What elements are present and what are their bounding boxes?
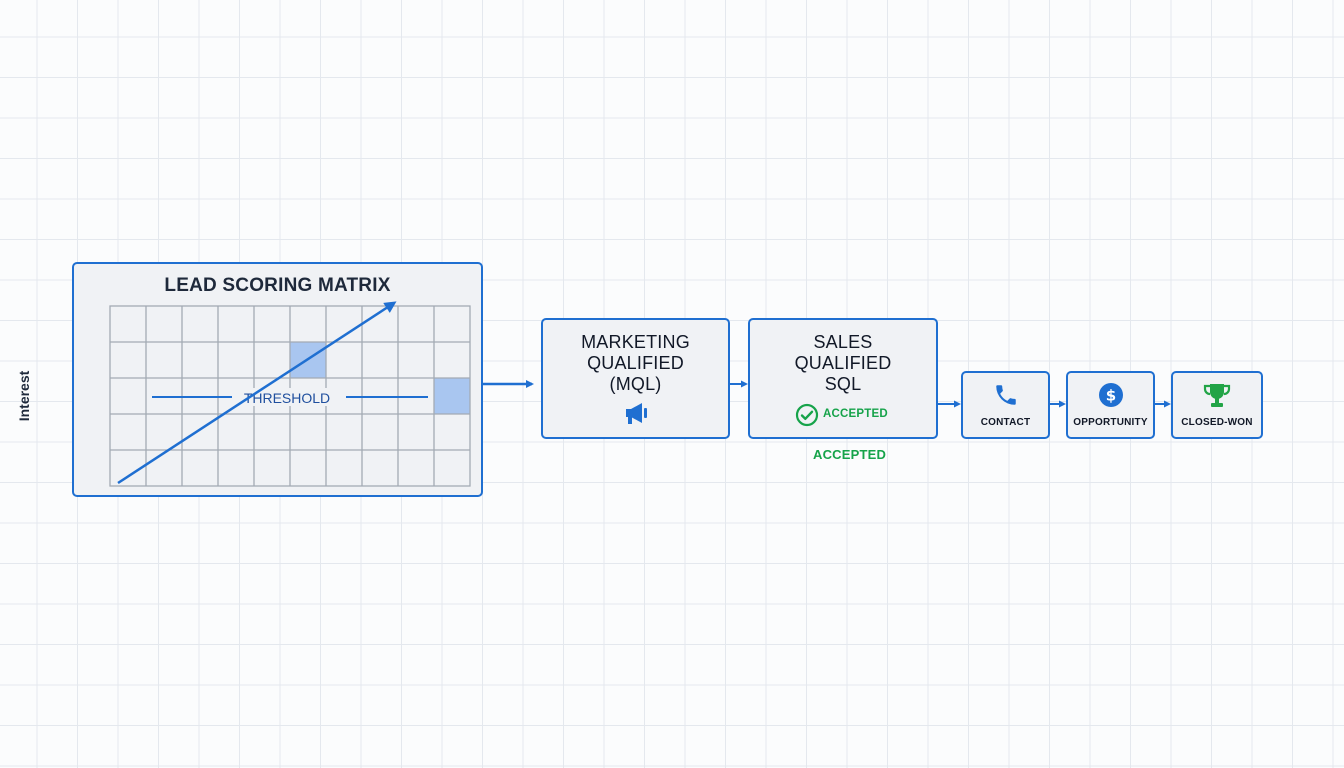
megaphone-icon bbox=[623, 400, 651, 431]
sql-status-badge: ACCEPTED bbox=[823, 408, 888, 420]
phone-icon bbox=[993, 382, 1019, 413]
mql-title: MARKETING QUALIFIED (MQL) bbox=[543, 332, 728, 395]
matrix-title: LEAD SCORING MATRIX bbox=[164, 275, 391, 296]
y-axis-label: Interest bbox=[16, 370, 32, 422]
sql-title-line2: QUALIFIED bbox=[794, 353, 892, 373]
accepted-caption: ACCEPTED bbox=[813, 447, 887, 462]
mql-title-line3: (MQL) bbox=[609, 374, 662, 394]
sql-title-line3: SQL bbox=[824, 374, 862, 394]
step-closed-won-box: CLOSED-WON bbox=[1171, 371, 1263, 439]
svg-text:$: $ bbox=[1105, 387, 1115, 405]
mql-stage-box: MARKETING QUALIFIED (MQL) bbox=[541, 318, 730, 439]
dollar-icon: $ bbox=[1098, 382, 1124, 413]
step-label: CONTACT bbox=[980, 417, 1031, 428]
sql-title: SALES QUALIFIED SQL bbox=[750, 332, 936, 395]
lead-scoring-matrix: LEAD SCORING MATRIX bbox=[72, 262, 483, 497]
trophy-icon bbox=[1202, 382, 1232, 415]
step-label: CLOSED-WON bbox=[1181, 417, 1253, 428]
check-circle-icon bbox=[795, 403, 819, 432]
step-opportunity-box: $ OPPORTUNITY bbox=[1066, 371, 1155, 439]
step-contact-box: CONTACT bbox=[961, 371, 1050, 439]
sql-stage-box: SALES QUALIFIED SQL ACCEPTED bbox=[748, 318, 938, 439]
mql-title-line1: MARKETING bbox=[581, 332, 690, 352]
sql-title-line1: SALES bbox=[813, 332, 873, 352]
mql-title-line2: QUALIFIED bbox=[587, 353, 684, 373]
step-label: OPPORTUNITY bbox=[1073, 417, 1148, 428]
